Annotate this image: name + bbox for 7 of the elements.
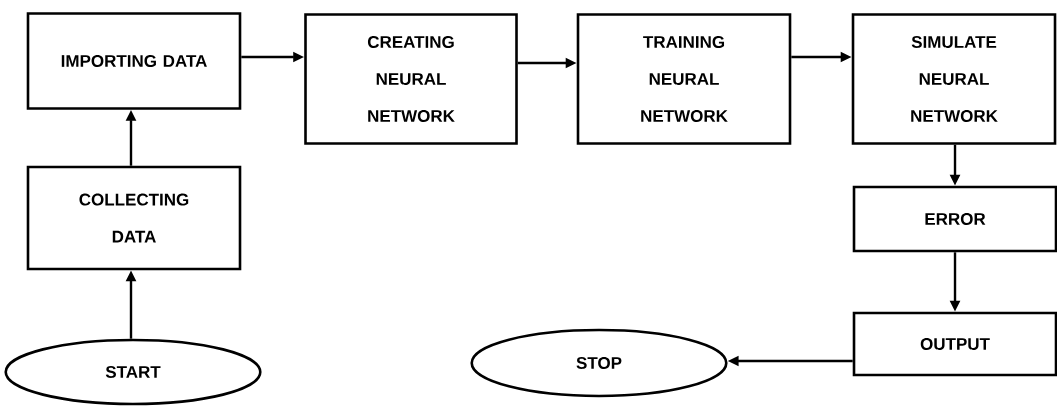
process-box: TRAINING NEURAL NETWORK: [576, 13, 792, 145]
process-box: IMPORTING DATA: [26, 12, 242, 110]
process-box: COLLECTING DATA: [26, 165, 242, 271]
process-box: OUTPUT: [852, 311, 1057, 377]
process-box: CREATING NEURAL NETWORK: [304, 13, 518, 145]
process-box: ERROR: [852, 185, 1057, 253]
process-box: SIMULATE NEURAL NETWORK: [851, 13, 1057, 145]
